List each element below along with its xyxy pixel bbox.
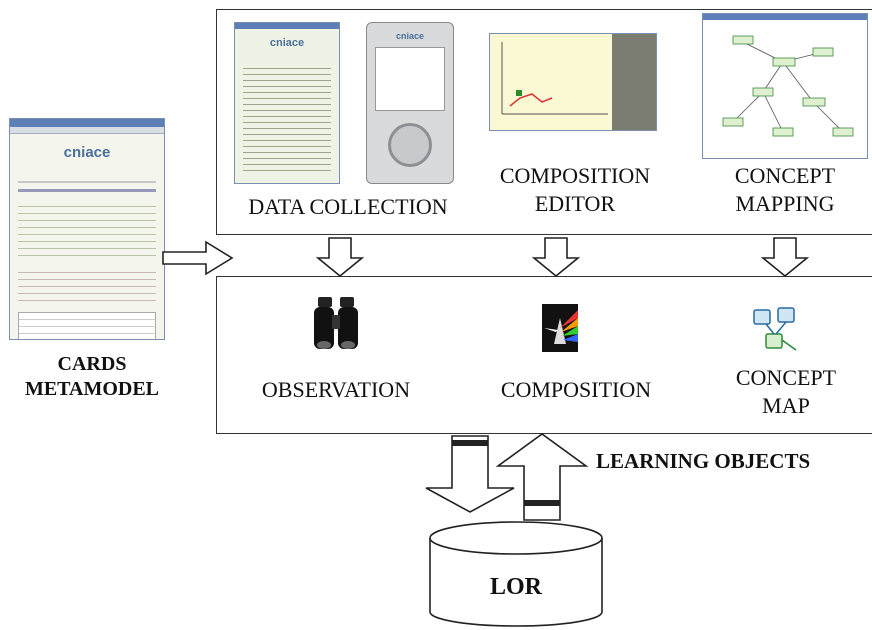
prism-icon bbox=[542, 304, 578, 352]
composition-editor-line2: EDITOR bbox=[534, 190, 616, 216]
data-collection-screenshot-mobile: cniace bbox=[366, 22, 454, 184]
cniace-logo-small: cniace bbox=[269, 37, 305, 49]
concept-mapping-screenshot bbox=[702, 13, 868, 159]
data-collection-screenshot-browser: cniace bbox=[234, 22, 340, 184]
data-collection-label: DATA COLLECTION bbox=[248, 194, 448, 219]
concept-mapping-label: CONCEPT MAPPING bbox=[700, 162, 870, 217]
lor-cylinder-top bbox=[429, 521, 603, 555]
concept-map-line2: MAP bbox=[762, 392, 810, 418]
binoculars-icon bbox=[314, 297, 358, 349]
cards-metamodel-screenshot: cniace bbox=[9, 118, 165, 340]
concept-mapping-line2: MAPPING bbox=[735, 190, 835, 216]
metamodel-arrow bbox=[162, 240, 234, 276]
data-collection-down-arrow bbox=[315, 237, 365, 278]
composition-editor-screenshot bbox=[489, 33, 657, 131]
from-lor-arrow bbox=[495, 433, 589, 521]
concept-map-line1: CONCEPT bbox=[735, 365, 837, 390]
metamodel-line1: CARDS bbox=[57, 353, 127, 375]
learning-objects-label: LEARNING OBJECTS bbox=[596, 449, 811, 473]
to-lor-arrow bbox=[425, 435, 515, 513]
lor-cylinder-body bbox=[429, 538, 603, 627]
concept-map-icon bbox=[753, 307, 797, 351]
cniace-logo: cniace bbox=[63, 144, 111, 161]
composition-down-arrow bbox=[531, 237, 581, 278]
concept-mapping-line1: CONCEPT bbox=[734, 163, 836, 188]
observation-label: OBSERVATION bbox=[261, 377, 411, 402]
composition-plot bbox=[501, 42, 608, 115]
concept-map-label: CONCEPT MAP bbox=[706, 364, 866, 419]
concept-mapping-down-arrow bbox=[760, 237, 810, 278]
cniace-logo-mobile: cniace bbox=[395, 31, 425, 41]
metamodel-line2: METAMODEL bbox=[24, 378, 160, 400]
composition-editor-line1: COMPOSITION bbox=[499, 163, 651, 188]
composition-editor-label: COMPOSITION EDITOR bbox=[480, 162, 670, 217]
cards-metamodel-label: CARDS METAMODEL bbox=[0, 352, 184, 402]
composition-label: COMPOSITION bbox=[500, 377, 652, 402]
concept-map-graph bbox=[722, 35, 854, 137]
lor-label: LOR bbox=[489, 574, 542, 600]
